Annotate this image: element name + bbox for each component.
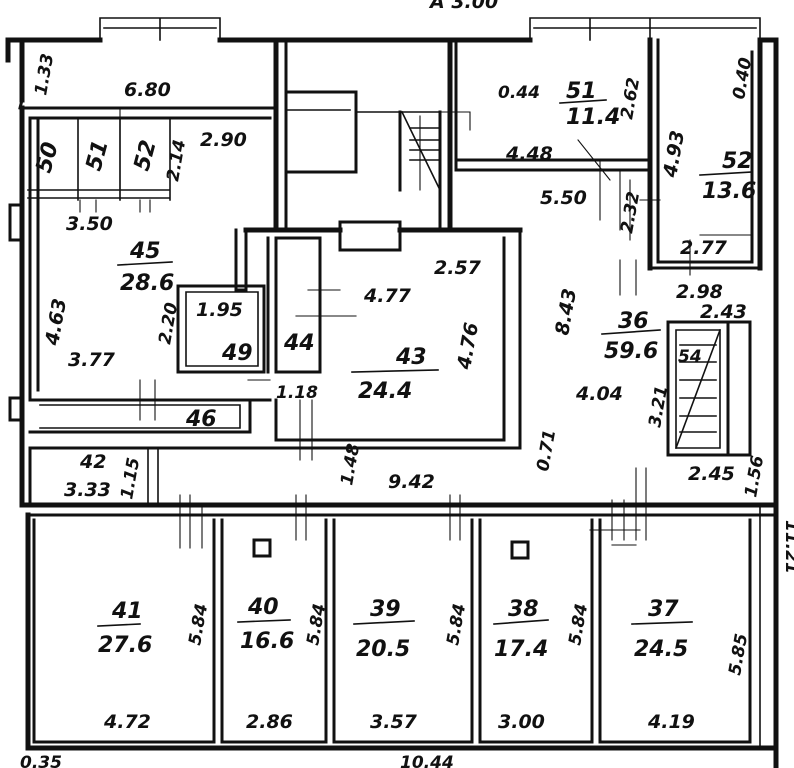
room-40-area: 16.6 bbox=[240, 629, 294, 654]
stair-label-54: 54 bbox=[678, 347, 702, 367]
dim-4-04: 4.04 bbox=[575, 383, 623, 405]
labels: A 3.00 0.35 10.44 11.21 45 28.6 6.80 2.9… bbox=[20, 0, 794, 768]
top-partial-dim: A 3.00 bbox=[428, 0, 498, 13]
dim-3-50: 3.50 bbox=[66, 213, 113, 235]
dim-3-77: 3.77 bbox=[68, 349, 116, 371]
dim-2-32: 2.32 bbox=[617, 190, 644, 235]
room-43-number: 43 bbox=[395, 345, 427, 370]
dim-4-72: 4.72 bbox=[103, 711, 151, 733]
dim-5-84-d: 5.84 bbox=[565, 602, 592, 647]
dim-4-63: 4.63 bbox=[41, 297, 71, 348]
dim-4-48: 4.48 bbox=[505, 143, 553, 165]
dim-4-77: 4.77 bbox=[363, 285, 412, 307]
dim-2-98: 2.98 bbox=[676, 281, 723, 303]
room-38-number: 38 bbox=[508, 597, 539, 622]
dim-8-43: 8.43 bbox=[551, 287, 581, 337]
dim-4-93: 4.93 bbox=[659, 129, 689, 180]
bottom-left-partial-dim: 0.35 bbox=[20, 753, 62, 768]
room-51-area: 11.4 bbox=[566, 105, 620, 130]
room-45-number: 45 bbox=[129, 239, 161, 264]
room-45-area: 28.6 bbox=[120, 271, 174, 296]
room-41-area: 27.6 bbox=[98, 633, 152, 658]
dim-4-19: 4.19 bbox=[647, 711, 695, 733]
dim-4-76: 4.76 bbox=[453, 321, 483, 372]
dim-1-33: 1.33 bbox=[31, 52, 58, 97]
dim-2-14: 2.14 bbox=[163, 138, 190, 183]
room-44-number: 44 bbox=[283, 331, 315, 356]
dim-6-80: 6.80 bbox=[124, 79, 171, 101]
right-partial-dim: 11.21 bbox=[781, 520, 794, 574]
room-43-area: 24.4 bbox=[358, 379, 412, 404]
room-37-area: 24.5 bbox=[634, 637, 688, 662]
room-37-number: 37 bbox=[648, 597, 679, 622]
room-52-area: 13.6 bbox=[702, 179, 756, 204]
room-47-number: 49 bbox=[221, 341, 253, 366]
room-52-number: 52 bbox=[722, 149, 753, 174]
dim-5-84-c: 5.84 bbox=[443, 602, 470, 647]
room-40-number: 40 bbox=[247, 595, 279, 620]
dim-1-56: 1.56 bbox=[741, 454, 768, 499]
room-48-number: 50 bbox=[32, 140, 64, 176]
room-36-area: 59.6 bbox=[604, 339, 658, 364]
walls bbox=[5, 17, 779, 768]
room-42-area: 3.33 bbox=[64, 479, 111, 501]
dim-1-15: 1.15 bbox=[117, 456, 144, 501]
room-51-number: 51 bbox=[566, 79, 597, 104]
dim-2-45: 2.45 bbox=[688, 463, 735, 485]
dim-3-00: 3.00 bbox=[498, 711, 545, 733]
dim-0-71: 0.71 bbox=[533, 428, 560, 473]
dim-2-90: 2.90 bbox=[200, 129, 247, 151]
room-50-number: 52 bbox=[130, 138, 162, 174]
dim-2-62: 2.62 bbox=[617, 76, 644, 121]
dim-2-86: 2.86 bbox=[246, 711, 293, 733]
room-49-number: 51 bbox=[82, 138, 114, 174]
room-42-number: 42 bbox=[79, 451, 106, 473]
dim-5-84-a: 5.84 bbox=[185, 602, 212, 647]
dim-2-57: 2.57 bbox=[434, 257, 482, 279]
dim-1-18: 1.18 bbox=[276, 383, 318, 403]
room-46-number: 46 bbox=[185, 407, 217, 432]
dim-2-77: 2.77 bbox=[680, 237, 728, 259]
room-39-number: 39 bbox=[370, 597, 401, 622]
room-41-number: 41 bbox=[111, 599, 143, 624]
room-36-number: 36 bbox=[618, 309, 649, 334]
dim-5-85: 5.85 bbox=[725, 632, 752, 677]
room-38-area: 17.4 bbox=[494, 637, 548, 662]
dim-5-50: 5.50 bbox=[540, 187, 587, 209]
dim-3-57: 3.57 bbox=[370, 711, 418, 733]
room-39-area: 20.5 bbox=[356, 637, 410, 662]
bottom-mid-partial-dim: 10.44 bbox=[400, 753, 454, 768]
dim-1-95: 1.95 bbox=[196, 299, 243, 321]
dim-2-43: 2.43 bbox=[700, 301, 747, 323]
dim-0-44: 0.44 bbox=[498, 83, 540, 103]
dim-9-42: 9.42 bbox=[388, 471, 435, 493]
